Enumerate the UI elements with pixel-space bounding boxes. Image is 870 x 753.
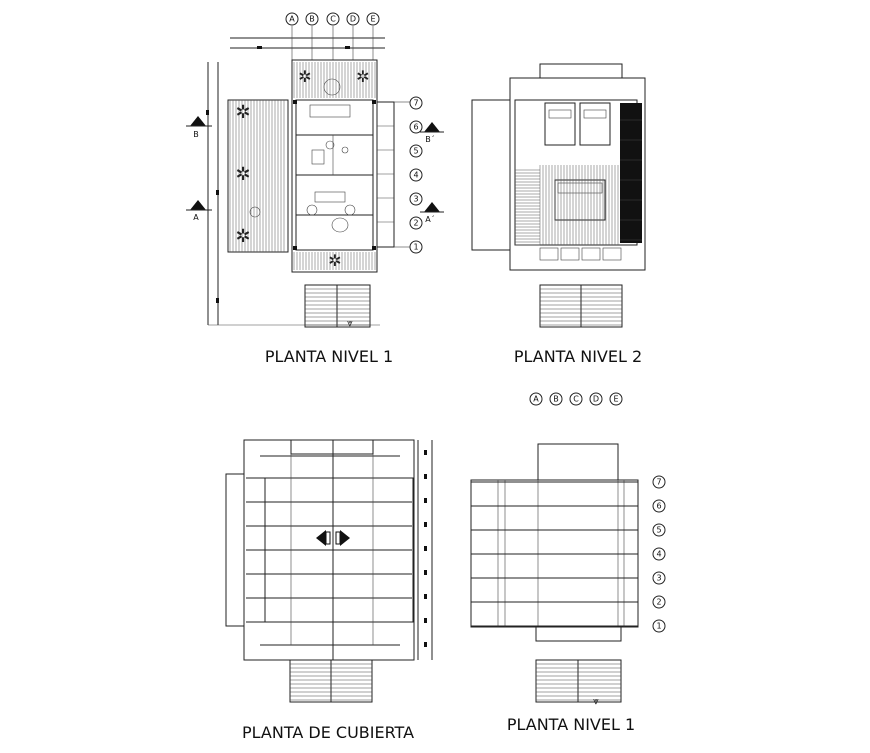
grid-letter: A xyxy=(533,395,539,404)
bottom-row-furniture xyxy=(539,247,622,261)
section-markers: B A B´ A´ xyxy=(186,116,444,224)
grid-number: 7 xyxy=(656,478,661,487)
grid-letter: E xyxy=(613,395,618,404)
svg-text:✲: ✲ xyxy=(356,67,369,86)
grid-letter: C xyxy=(573,395,579,404)
plan-nivel-2: PLANTA NIVEL 2 xyxy=(471,63,646,366)
grid-number: 5 xyxy=(656,526,661,535)
grid-letter: B xyxy=(553,395,559,404)
grid-letter-bubbles-middle: A B C D E xyxy=(529,392,623,406)
plan-title-nivel-2: PLANTA NIVEL 2 xyxy=(514,347,642,366)
grid-letter: B xyxy=(309,15,315,24)
plan-title-nivel-1: PLANTA NIVEL 1 xyxy=(265,347,393,366)
grid-letter: A xyxy=(289,15,295,24)
plan-nivel-1: A B C D E xyxy=(186,12,444,366)
grid-number: 1 xyxy=(656,622,661,631)
grid-number-bubbles-right-2: 7 6 5 4 3 2 1 xyxy=(652,475,666,633)
grid-letter: D xyxy=(593,395,599,404)
plan-nivel-1-second: ⩔ 7 6 5 4 3 2 1 PLANTA NIVEL 1 xyxy=(470,443,666,734)
svg-text:⩔: ⩔ xyxy=(347,318,353,329)
svg-text:✲: ✲ xyxy=(235,164,250,185)
grid-number: 1 xyxy=(413,243,418,252)
grid-number: 6 xyxy=(656,502,661,511)
grid-number-bubbles-right: 7 6 5 4 3 2 1 xyxy=(409,96,423,254)
plan-title-cubierta: PLANTA DE CUBIERTA xyxy=(242,723,414,742)
section-mark-a: A xyxy=(193,213,199,222)
grid-number: 3 xyxy=(413,195,418,204)
right-side-panels xyxy=(376,101,410,248)
svg-text:✲: ✲ xyxy=(298,67,311,86)
grid-number: 5 xyxy=(413,147,418,156)
left-deck xyxy=(227,99,289,253)
grid-letter-bubbles-top: A B C D E xyxy=(285,12,380,26)
house-body xyxy=(291,59,378,273)
svg-text:✲: ✲ xyxy=(235,226,250,247)
grid-letter: D xyxy=(350,15,356,24)
grid-letter: E xyxy=(370,15,375,24)
svg-text:⩔: ⩔ xyxy=(593,696,599,707)
svg-text:✲: ✲ xyxy=(328,251,341,270)
section-mark-b: B xyxy=(193,130,199,139)
section-mark-a-prime: A´ xyxy=(425,214,434,224)
grid-number: 7 xyxy=(413,99,418,108)
grid-number: 2 xyxy=(413,219,418,228)
grid-number: 4 xyxy=(413,171,418,180)
grid-number: 2 xyxy=(656,598,661,607)
plan-title-nivel-1-second: PLANTA NIVEL 1 xyxy=(507,715,635,734)
svg-text:✲: ✲ xyxy=(235,102,250,123)
grid-letter: C xyxy=(330,15,336,24)
plan-cubierta: PLANTA DE CUBIERTA xyxy=(225,439,433,742)
grid-number: 4 xyxy=(656,550,661,559)
section-mark-b-prime: B´ xyxy=(425,134,435,144)
grid-number: 3 xyxy=(656,574,661,583)
entry-stairs: ⩔ xyxy=(304,284,371,329)
grid-number: 6 xyxy=(413,123,418,132)
plant-icons: ✲ ✲ ✲ ✲ ✲ ✲ xyxy=(235,67,369,270)
